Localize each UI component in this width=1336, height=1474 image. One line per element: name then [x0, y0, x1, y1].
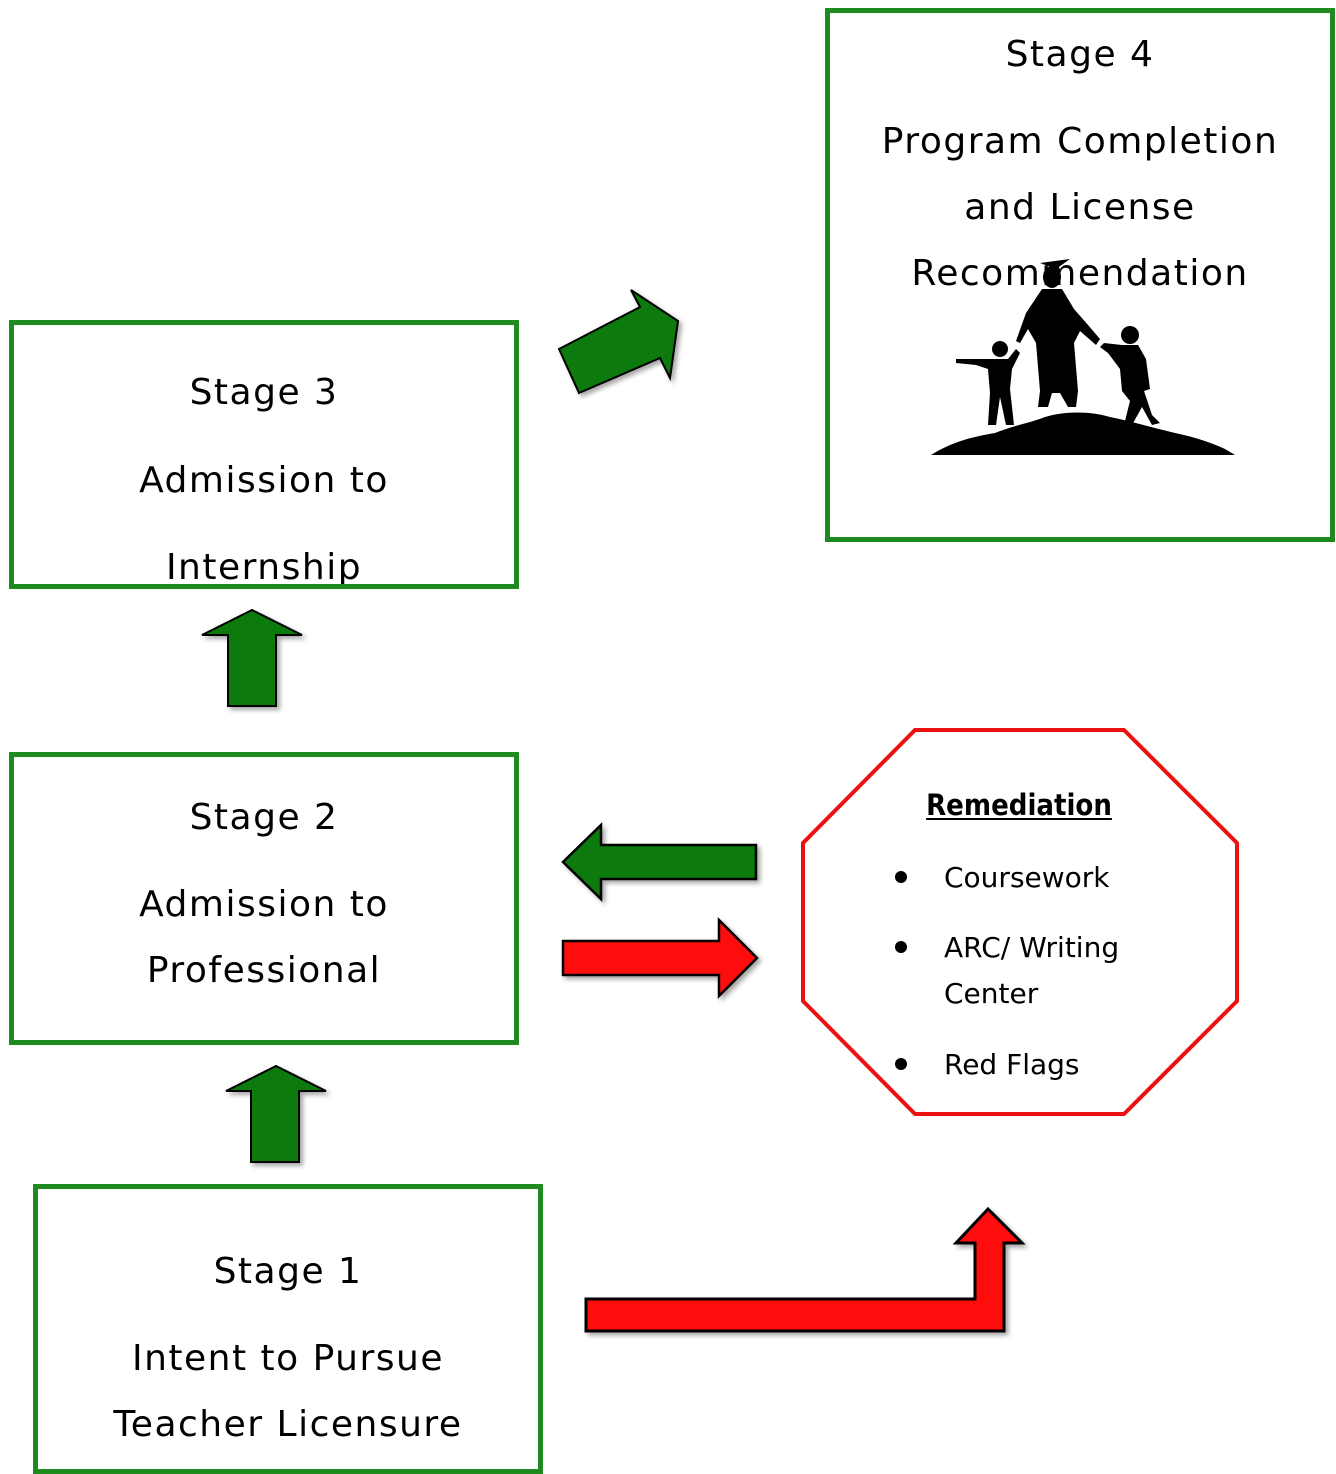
stage3-line1: Admission to — [139, 460, 389, 501]
stage2-line2: Professional — [146, 950, 382, 991]
arrow-bent-stage1-to-remediation — [584, 1206, 1026, 1333]
bullet-icon — [895, 1058, 907, 1070]
stage1-line1: Intent to Pursue — [131, 1338, 445, 1379]
stage2-title: Stage 2 — [189, 797, 339, 838]
stage3-line2: Internship — [165, 547, 363, 588]
arrow-right-stage2-to-remediation — [561, 916, 759, 1000]
graduate-with-children-silhouette-icon — [931, 259, 1235, 455]
stage4-title: Stage 4 — [1005, 34, 1155, 75]
stage4-line2: and License — [964, 187, 1196, 228]
remediation-item-label: ARC/ Writing Center — [944, 931, 1120, 1010]
stage1-box: Stage 1 Intent to Pursue Teacher Licensu… — [33, 1184, 543, 1474]
remediation-title: Remediation — [926, 788, 1112, 822]
bullet-icon — [895, 871, 907, 883]
stage1-line2: Teacher Licensure — [113, 1404, 463, 1445]
arrow-up-stage1-to-stage2 — [225, 1064, 327, 1163]
stage4-box: Stage 4 Program Completion and License R… — [825, 8, 1335, 542]
bullet-icon — [895, 941, 907, 953]
arrow-up-stage2-to-stage3 — [201, 608, 303, 707]
stage1-title: Stage 1 — [213, 1251, 363, 1292]
stage3-title: Stage 3 — [189, 372, 339, 413]
stage3-box: Stage 3 Admission to Internship — [9, 320, 519, 589]
remediation-octagon — [801, 728, 1239, 1116]
remediation-item-label: Red Flags — [944, 1048, 1080, 1081]
stage2-box: Stage 2 Admission to Professional — [9, 752, 519, 1045]
arrow-left-remediation-to-stage2 — [561, 822, 758, 902]
stage2-line1: Admission to — [139, 884, 389, 925]
remediation-item-label: Coursework — [944, 861, 1110, 894]
stage4-line3: Recommendation — [911, 253, 1249, 294]
stage4-line1: Program Completion — [881, 121, 1279, 162]
arrow-diagonal-stage3-to-stage4 — [557, 289, 680, 395]
